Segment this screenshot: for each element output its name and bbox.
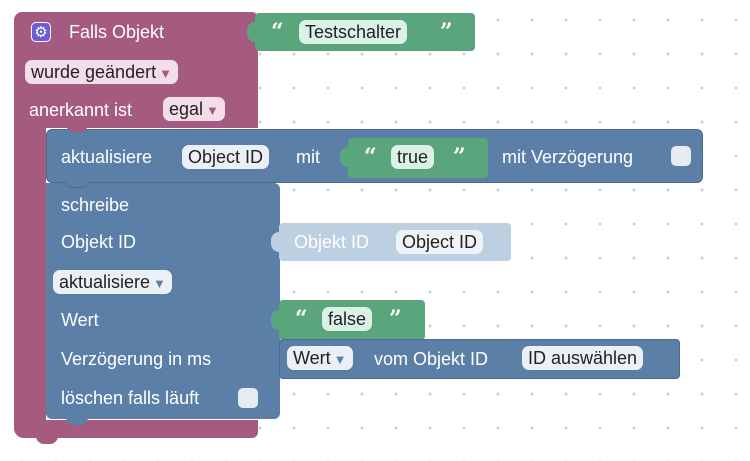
true-text-value[interactable]: true — [391, 145, 435, 169]
open-quote-icon: “ — [295, 306, 308, 332]
open-quote-icon: “ — [271, 19, 284, 45]
trigger-dropdown-value: wurde geändert — [31, 62, 157, 82]
open-quote-icon: “ — [364, 144, 377, 170]
event-block-notch — [36, 436, 58, 444]
update-delay-label: mit Verzögerung — [502, 147, 634, 167]
write-delay-label: Verzögerung in ms — [61, 349, 212, 369]
input-connector — [271, 349, 280, 369]
close-quote-icon: ” — [453, 144, 466, 170]
update-mit-label: mit — [296, 147, 320, 167]
mode-dropdown-value: aktualisiere — [59, 272, 151, 292]
write-block-notch — [66, 181, 88, 188]
close-quote-icon: ” — [389, 306, 402, 332]
delay-source-value: Wert — [293, 348, 331, 368]
text-connector — [271, 310, 280, 330]
chevron-down-icon: ▼ — [333, 352, 347, 367]
delay-source-dropdown[interactable]: Wert▼ — [287, 346, 353, 370]
acknowledged-label: anerkannt ist — [29, 100, 133, 120]
delay-source-middle: vom Objekt ID — [374, 349, 489, 369]
write-title: schreibe — [61, 195, 130, 215]
event-block-title: Falls Objekt — [69, 22, 165, 42]
update-delay-checkbox[interactable] — [671, 146, 691, 166]
input-connector — [271, 232, 280, 252]
write-clear-checkbox[interactable] — [238, 388, 258, 408]
update-block-notch — [66, 124, 88, 132]
chevron-down-icon: ▼ — [153, 276, 166, 291]
update-object-field[interactable]: Object ID — [182, 145, 270, 169]
mode-dropdown[interactable]: aktualisiere▼ — [53, 270, 172, 294]
chevron-down-icon: ▼ — [159, 66, 172, 81]
write-object-id-label: Objekt ID — [61, 232, 137, 252]
object-id-placeholder: Objekt ID — [294, 232, 370, 252]
delay-source-select[interactable]: ID auswählen — [522, 346, 644, 370]
trigger-dropdown[interactable]: wurde geändert▼ — [25, 60, 178, 84]
id-text-value[interactable]: Testschalter — [299, 20, 408, 44]
object-id-value[interactable]: Object ID — [396, 230, 484, 254]
write-clear-label: löschen falls läuft — [61, 388, 200, 408]
close-quote-icon: ” — [440, 19, 453, 45]
acknowledged-dropdown-value: egal — [169, 99, 204, 119]
write-block[interactable] — [46, 183, 280, 419]
acknowledged-dropdown[interactable]: egal▼ — [163, 97, 225, 121]
write-block-bottom-notch — [66, 417, 88, 425]
chevron-down-icon: ▼ — [206, 103, 219, 118]
false-text-value[interactable]: false — [322, 307, 373, 331]
write-value-label: Wert — [61, 310, 99, 330]
text-connector — [340, 147, 349, 167]
update-prefix: aktualisiere — [61, 147, 153, 167]
gear-icon[interactable]: ⚙ — [31, 22, 51, 42]
text-connector — [247, 22, 256, 42]
